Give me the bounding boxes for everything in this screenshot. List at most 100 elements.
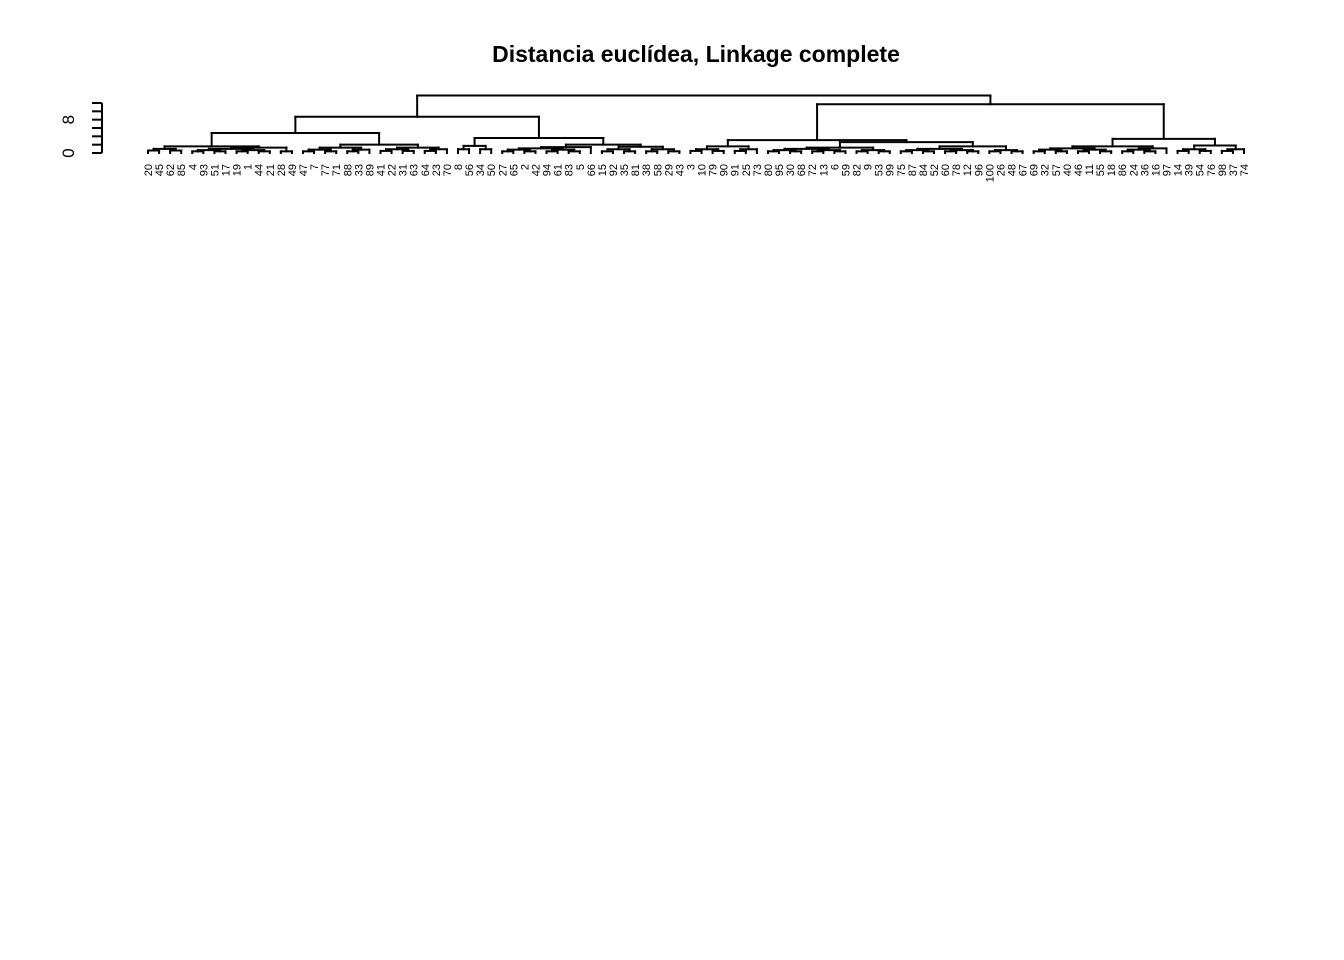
leaf-label: 90 [719, 164, 731, 176]
leaf-label: 10 [697, 164, 709, 176]
leaf-label: 18 [1106, 164, 1118, 176]
leaf-label: 44 [254, 164, 266, 176]
leaf-label: 67 [1018, 164, 1030, 176]
leaf-label: 23 [431, 164, 443, 176]
leaf-label: 60 [940, 164, 952, 176]
leaf-label: 27 [497, 164, 509, 176]
leaf-label: 63 [409, 164, 421, 176]
leaf-label: 84 [918, 164, 930, 176]
leaf-label: 42 [530, 164, 542, 176]
leaf-label: 68 [796, 164, 808, 176]
leaf-label: 80 [763, 164, 775, 176]
leaf-label: 49 [287, 164, 299, 176]
leaf-label: 76 [1206, 164, 1218, 176]
leaf-label: 1 [243, 164, 255, 170]
leaf-label: 7 [309, 164, 321, 170]
leaf-label: 16 [1150, 164, 1162, 176]
leaf-label: 66 [586, 164, 598, 176]
leaf-label: 47 [298, 164, 310, 176]
leaf-label: 85 [176, 164, 188, 176]
leaf-label: 77 [320, 164, 332, 176]
dendrogram-tree [147, 94, 1245, 154]
leaf-label: 95 [774, 164, 786, 176]
leaf-label: 94 [542, 164, 554, 176]
y-tick-label: 0 [59, 148, 78, 157]
leaf-label: 96 [973, 164, 985, 176]
leaf-label: 89 [364, 164, 376, 176]
leaf-label: 17 [220, 164, 232, 176]
leaf-label: 65 [508, 164, 520, 176]
leaf-label: 25 [741, 164, 753, 176]
leaf-label: 4 [187, 164, 199, 170]
leaf-label: 21 [265, 164, 277, 176]
leaf-label: 32 [1040, 164, 1052, 176]
leaf-label: 29 [663, 164, 675, 176]
leaf-label: 3 [685, 164, 697, 170]
leaf-label: 57 [1051, 164, 1063, 176]
leaf-label: 26 [995, 164, 1007, 176]
leaf-label: 75 [896, 164, 908, 176]
leaf-label: 34 [475, 164, 487, 176]
y-axis: 08 [59, 102, 103, 158]
leaf-label: 43 [674, 164, 686, 176]
leaf-label: 22 [387, 164, 399, 176]
leaf-label: 53 [874, 164, 886, 176]
leaf-label: 62 [165, 164, 177, 176]
leaf-label: 58 [652, 164, 664, 176]
leaf-label: 20 [143, 164, 155, 176]
leaf-label: 8 [453, 164, 465, 170]
leaf-label: 64 [420, 164, 432, 176]
leaf-label: 88 [342, 164, 354, 176]
leaf-label: 87 [907, 164, 919, 176]
leaf-label: 69 [1029, 164, 1041, 176]
leaf-label: 35 [619, 164, 631, 176]
leaf-label: 2 [519, 164, 531, 170]
leaf-label: 40 [1062, 164, 1074, 176]
leaf-label: 50 [486, 164, 498, 176]
leaf-label: 78 [951, 164, 963, 176]
leaf-label: 33 [353, 164, 365, 176]
leaf-label: 28 [276, 164, 288, 176]
leaf-label: 73 [752, 164, 764, 176]
leaf-label: 45 [154, 164, 166, 176]
leaf-label: 48 [1007, 164, 1019, 176]
leaf-label: 92 [608, 164, 620, 176]
leaf-label: 82 [852, 164, 864, 176]
leaf-label: 9 [863, 164, 875, 170]
leaf-label: 6 [829, 164, 841, 170]
leaf-label: 46 [1073, 164, 1085, 176]
leaf-label: 55 [1095, 164, 1107, 176]
leaf-label: 59 [840, 164, 852, 176]
chart-title: Distancia euclídea, Linkage complete [492, 41, 900, 67]
leaf-label: 99 [885, 164, 897, 176]
leaf-label: 97 [1162, 164, 1174, 176]
leaf-label: 41 [375, 164, 387, 176]
leaf-label: 19 [232, 164, 244, 176]
leaf-label: 79 [708, 164, 720, 176]
leaf-label: 61 [553, 164, 565, 176]
leaf-label: 15 [597, 164, 609, 176]
leaf-label: 51 [209, 164, 221, 176]
leaf-label: 56 [464, 164, 476, 176]
leaf-label: 70 [442, 164, 454, 176]
leaf-label: 91 [730, 164, 742, 176]
leaf-label: 5 [575, 164, 587, 170]
leaf-label: 83 [564, 164, 576, 176]
leaf-label: 36 [1139, 164, 1151, 176]
leaf-label: 13 [818, 164, 830, 176]
leaf-label: 14 [1173, 164, 1185, 176]
leaf-label: 81 [630, 164, 642, 176]
leaf-label: 93 [198, 164, 210, 176]
leaf-label: 54 [1195, 164, 1207, 176]
leaf-label: 52 [929, 164, 941, 176]
leaf-label: 38 [641, 164, 653, 176]
leaf-label: 12 [962, 164, 974, 176]
leaf-label: 71 [331, 164, 343, 176]
leaf-label: 72 [807, 164, 819, 176]
leaf-label: 30 [785, 164, 797, 176]
leaf-label: 31 [398, 164, 410, 176]
leaf-label: 74 [1239, 164, 1251, 176]
leaf-label: 37 [1228, 164, 1240, 176]
